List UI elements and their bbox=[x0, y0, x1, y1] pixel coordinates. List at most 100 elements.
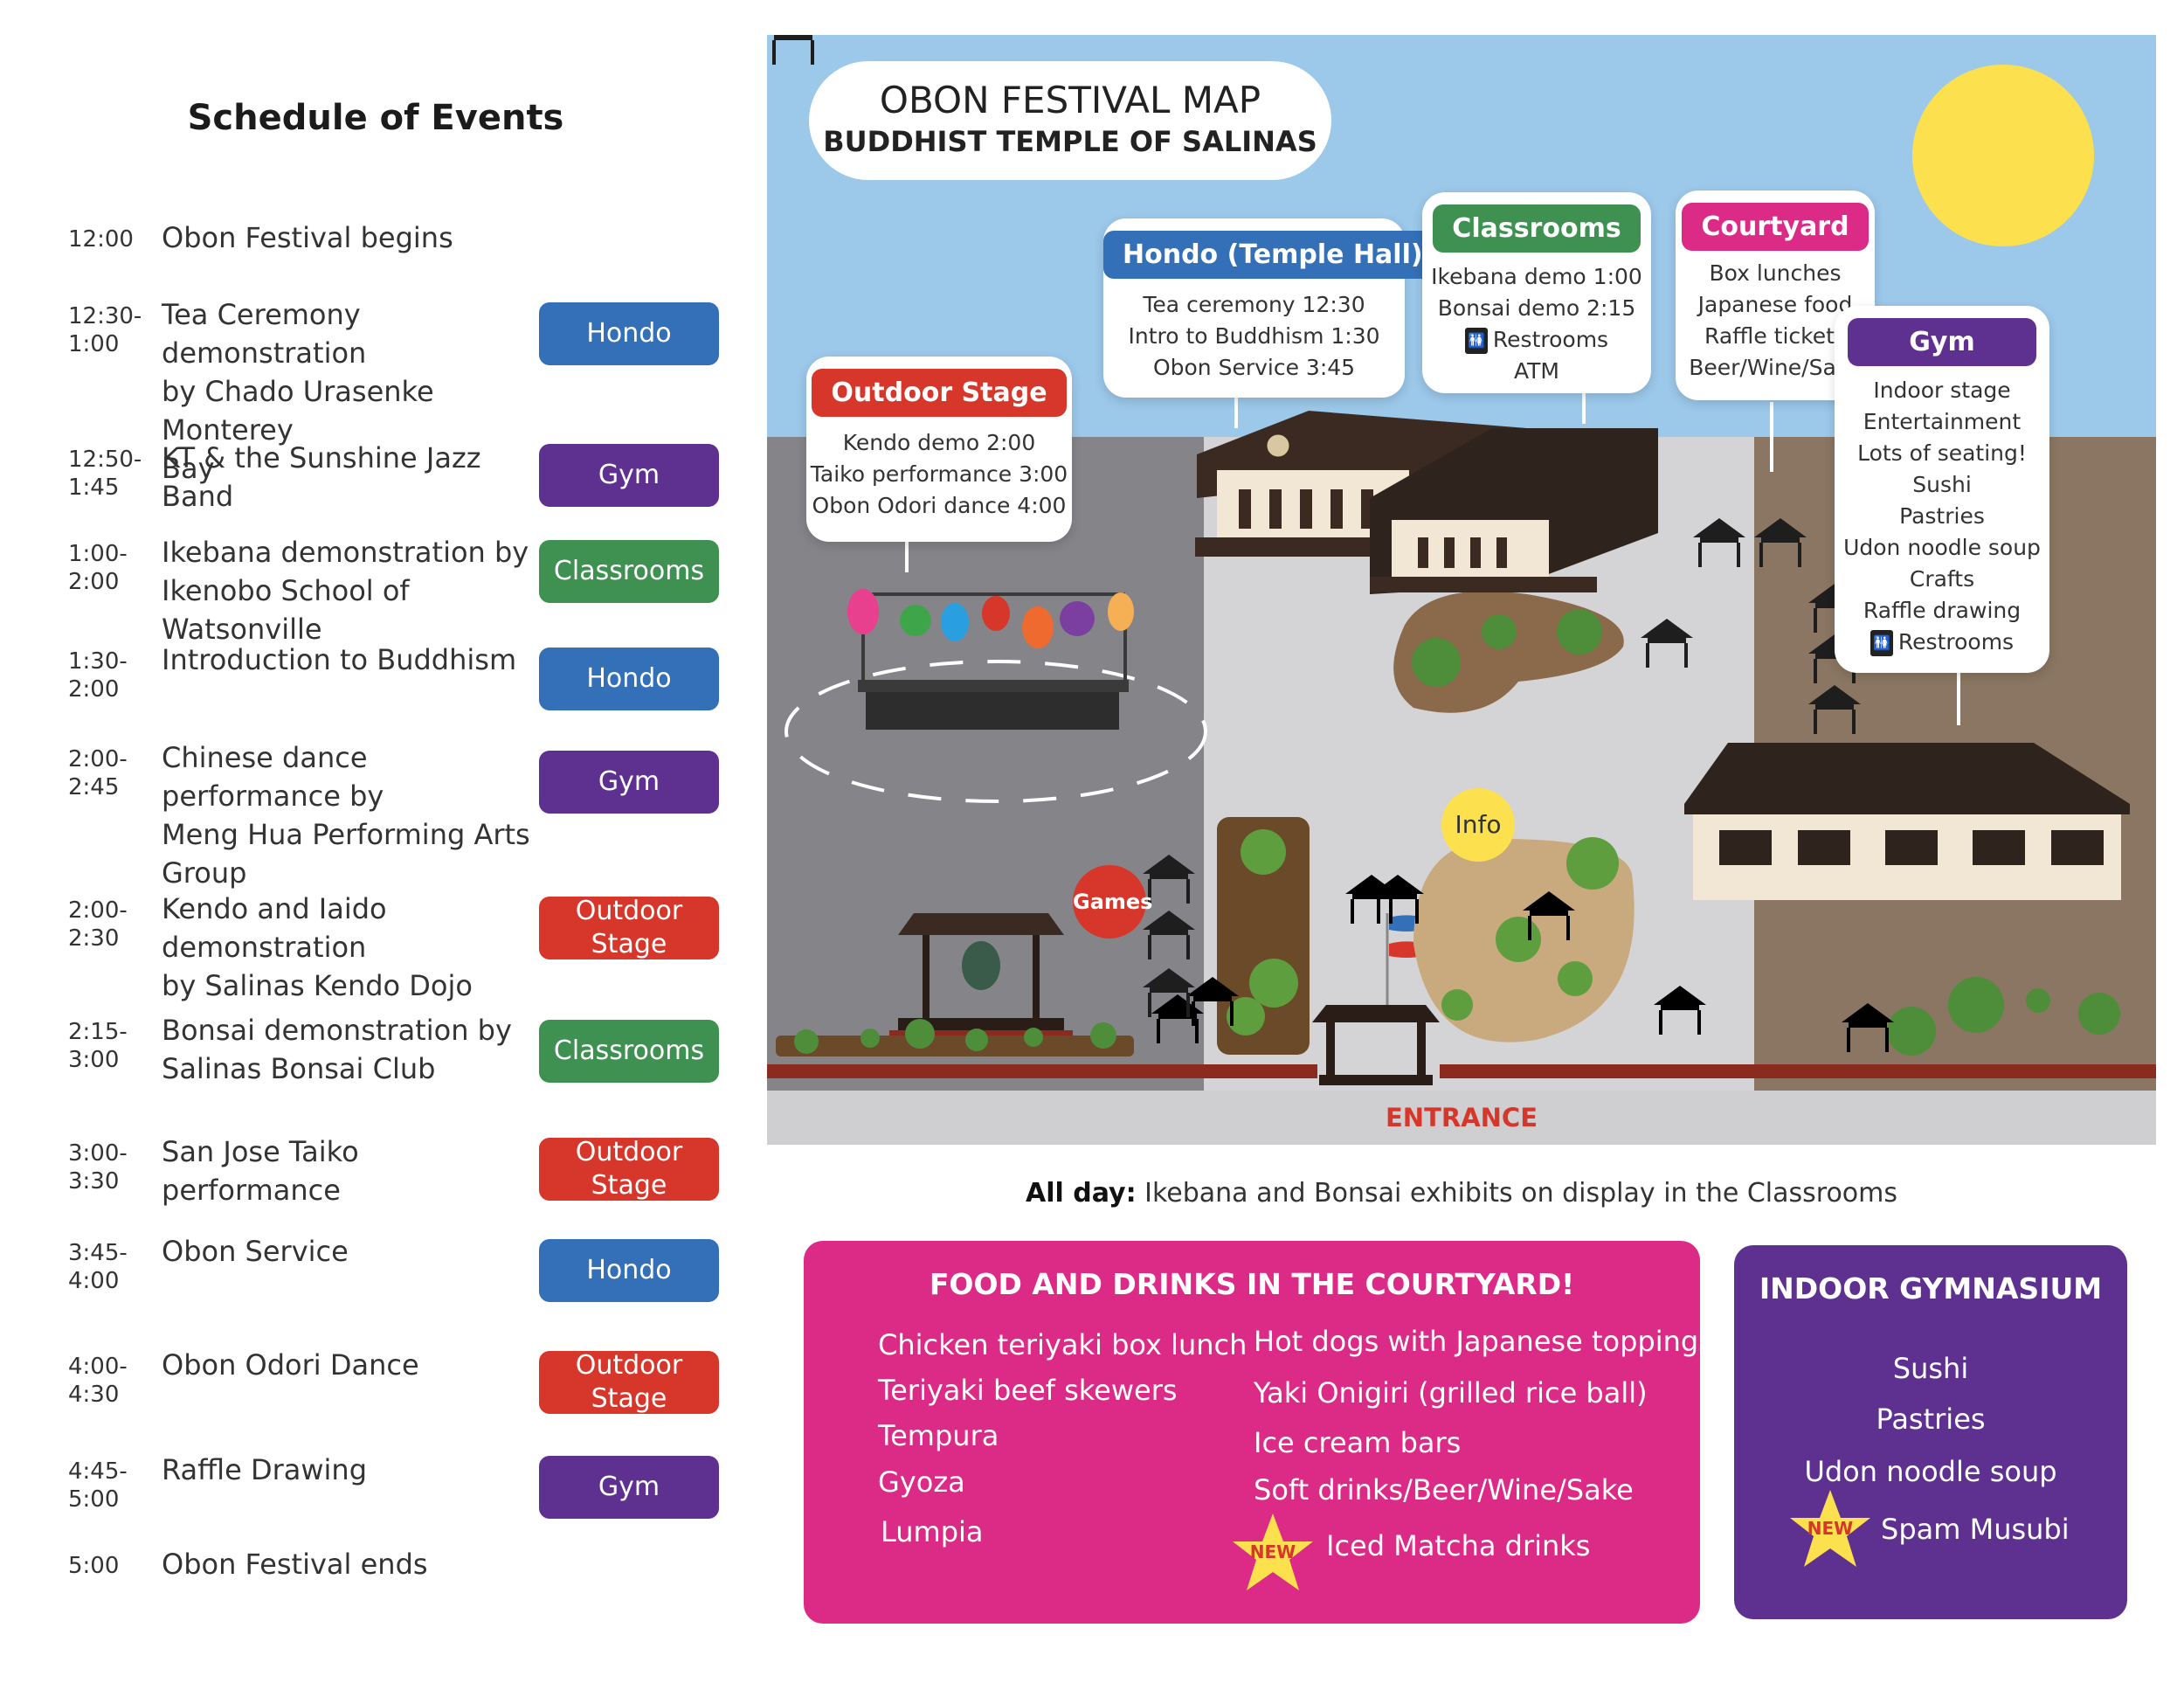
card-line: ATM bbox=[1513, 358, 1559, 384]
food-item: Hot dogs with Japanese toppings bbox=[1254, 1325, 1713, 1358]
card-line: Raffle drawing bbox=[1863, 598, 2022, 623]
indoor-gym-box: INDOOR GYMNASIUM Sushi Pastries Udon noo… bbox=[1734, 1245, 2127, 1619]
location-badge: Hondo bbox=[539, 648, 719, 710]
event-description: Tea Ceremony demonstration by Chado Uras… bbox=[162, 298, 434, 485]
all-day-note: All day: Ikebana and Bonsai exhibits on … bbox=[767, 1178, 2156, 1209]
card-line: Taiko performance 3:00 bbox=[810, 461, 1068, 487]
event-description: San Jose Taiko performance bbox=[162, 1135, 359, 1207]
gym-card: Gym Indoor stage Entertainment Lots of s… bbox=[1835, 306, 2049, 673]
map-title-badge: OBON FESTIVAL MAP BUDDHIST TEMPLE OF SAL… bbox=[809, 61, 1331, 180]
event-description: Introduction to Buddhism bbox=[162, 643, 517, 676]
courtyard-card: Courtyard Box lunches Japanese food Raff… bbox=[1676, 190, 1875, 400]
gym-item: Pastries bbox=[1876, 1403, 1986, 1436]
gym-card-title: Gym bbox=[1848, 318, 2036, 366]
new-badge-label: NEW bbox=[1249, 1541, 1296, 1562]
event-time: 1:30- 2:00 bbox=[68, 648, 128, 703]
hondo-card-title: Hondo (Temple Hall) bbox=[1103, 231, 1442, 279]
event-time: 2:15- 3:00 bbox=[68, 1019, 128, 1073]
outdoor-stage bbox=[784, 589, 1207, 803]
event-time: 12:30- 1:00 bbox=[68, 303, 142, 357]
event-description: Obon Service bbox=[162, 1235, 349, 1268]
schedule-title: Schedule of Events bbox=[187, 98, 564, 138]
location-badge: Hondo bbox=[539, 1239, 719, 1302]
food-item: Soft drinks/Beer/Wine/Sake bbox=[1254, 1473, 1634, 1507]
entrance-label: ENTRANCE bbox=[767, 1091, 2156, 1145]
card-line: Restrooms bbox=[1492, 327, 1609, 352]
card-line: Crafts bbox=[1909, 566, 1975, 592]
card-line: Kendo demo 2:00 bbox=[842, 430, 1036, 455]
classrooms-card: Classrooms Ikebana demo 1:00 Bonsai demo… bbox=[1422, 192, 1651, 393]
card-line: Obon Odori dance 4:00 bbox=[812, 493, 1067, 518]
card-line: Japanese food bbox=[1697, 292, 1853, 317]
restroom-icon: 🚻 bbox=[1464, 328, 1488, 354]
event-description: Obon Festival begins bbox=[162, 221, 453, 254]
event-description: Obon Odori Dance bbox=[162, 1348, 419, 1382]
new-star-icon: NEW bbox=[1787, 1488, 1874, 1570]
card-line: Bonsai demo 2:15 bbox=[1437, 295, 1636, 321]
event-description: Ikebana demonstration by Ikenobo School … bbox=[162, 536, 529, 646]
card-line: Pastries bbox=[1899, 503, 1985, 529]
outdoor-stage-card: Outdoor Stage Kendo demo 2:00 Taiko perf… bbox=[806, 357, 1072, 542]
festival-map: OBON FESTIVAL MAP BUDDHIST TEMPLE OF SAL… bbox=[767, 35, 2156, 1145]
location-badge: Outdoor Stage bbox=[539, 1350, 719, 1414]
event-time: 3:45- 4:00 bbox=[68, 1240, 128, 1294]
card-line: Lots of seating! bbox=[1857, 440, 2027, 466]
location-badge: Hondo bbox=[539, 302, 719, 365]
card-line: Beer/Wine/Sake bbox=[1689, 355, 1862, 380]
shrubs-left bbox=[794, 1019, 1116, 1054]
gym-building bbox=[1684, 743, 2130, 900]
food-item: Yaki Onigiri (grilled rice ball) bbox=[1254, 1376, 1648, 1410]
location-badge: Classrooms bbox=[539, 540, 719, 603]
indoor-gym-title: INDOOR GYMNASIUM bbox=[1759, 1271, 2103, 1306]
card-line: Raffle tickets bbox=[1704, 323, 1846, 349]
new-star-icon: NEW bbox=[1229, 1512, 1317, 1594]
schedule-panel: Schedule of Events 12:00 Obon Festival be… bbox=[0, 0, 751, 1697]
card-line: Udon noodle soup bbox=[1843, 535, 2041, 560]
courtyard-card-title: Courtyard bbox=[1682, 203, 1869, 251]
outdoor-stage-card-title: Outdoor Stage bbox=[812, 369, 1067, 417]
gym-item: Sushi bbox=[1892, 1352, 1969, 1385]
hondo-card: Hondo (Temple Hall) Tea ceremony 12:30 I… bbox=[1103, 218, 1442, 398]
event-description: Obon Festival ends bbox=[162, 1548, 428, 1581]
event-description: KT & the Sunshine Jazz Band bbox=[162, 441, 481, 513]
card-line: Tea ceremony 12:30 bbox=[1143, 292, 1365, 317]
event-description: Raffle Drawing bbox=[162, 1453, 367, 1486]
event-description: Chinese dance performance by Meng Hua Pe… bbox=[162, 741, 530, 890]
card-line: Obon Service 3:45 bbox=[1152, 355, 1356, 380]
food-item: Tempura bbox=[878, 1419, 999, 1452]
event-time: 12:50- 1:45 bbox=[68, 447, 142, 501]
all-day-label: All day: bbox=[1025, 1178, 1137, 1209]
food-item: Chicken teriyaki box lunch bbox=[878, 1328, 1248, 1361]
location-badge: Gym bbox=[539, 444, 719, 507]
food-drinks-title: FOOD AND DRINKS IN THE COURTYARD! bbox=[929, 1267, 1575, 1301]
card-line: Indoor stage bbox=[1873, 377, 2011, 403]
location-badge: Outdoor Stage bbox=[539, 896, 719, 959]
card-line: Sushi bbox=[1912, 472, 1972, 497]
card-line: Restrooms bbox=[1897, 629, 2015, 655]
map-subtitle: BUDDHIST TEMPLE OF SALINAS bbox=[823, 125, 1317, 158]
restroom-icon: 🚻 bbox=[1870, 630, 1893, 656]
event-time: 5:00 bbox=[68, 1553, 120, 1579]
tents bbox=[767, 35, 819, 65]
event-time: 4:00- 4:30 bbox=[68, 1354, 128, 1408]
food-item: Lumpia bbox=[881, 1515, 984, 1548]
event-description: Kendo and Iaido demonstration by Salinas… bbox=[162, 892, 473, 1002]
card-line: Box lunches bbox=[1709, 260, 1842, 286]
event-time: 1:00- 2:00 bbox=[68, 541, 128, 595]
map-title: OBON FESTIVAL MAP bbox=[879, 79, 1261, 121]
event-time: 2:00- 2:45 bbox=[68, 746, 128, 800]
sun bbox=[1912, 65, 2094, 246]
map-illustration bbox=[767, 35, 2156, 1092]
event-time: 12:00 bbox=[68, 226, 134, 253]
event-time: 2:00- 2:30 bbox=[68, 897, 128, 952]
food-item: Iced Matcha drinks bbox=[1326, 1529, 1591, 1562]
food-item: Ice cream bars bbox=[1254, 1426, 1462, 1459]
location-badge: Outdoor Stage bbox=[539, 1137, 719, 1201]
card-line: Entertainment bbox=[1863, 409, 2022, 434]
location-badge: Gym bbox=[539, 751, 719, 814]
fence-right bbox=[1440, 1064, 2156, 1078]
food-item: Teriyaki beef skewers bbox=[878, 1374, 1178, 1407]
event-description: Bonsai demonstration by Salinas Bonsai C… bbox=[162, 1014, 512, 1085]
classrooms-building bbox=[1370, 428, 1658, 594]
card-line: Intro to Buddhism 1:30 bbox=[1128, 323, 1380, 349]
